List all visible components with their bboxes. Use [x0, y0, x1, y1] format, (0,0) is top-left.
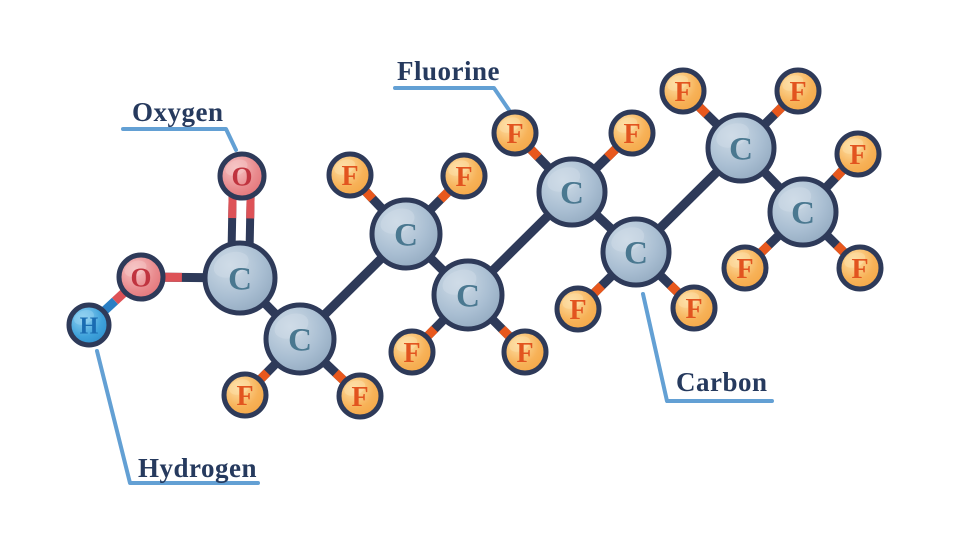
atom-f-f6: F [501, 328, 549, 376]
atom-f-f10: F [670, 284, 718, 332]
hydrogen-leader-line [95, 349, 260, 485]
atom-highlight [229, 379, 251, 395]
atom-c-c1: C [202, 240, 278, 316]
atom-highlight [611, 227, 645, 252]
atom-f-f13: F [834, 130, 882, 178]
atom-f-f5: F [388, 328, 436, 376]
atom-highlight [334, 159, 356, 175]
atom-c-c4: C [431, 258, 505, 332]
atom-highlight [442, 269, 477, 295]
atom-highlight [667, 75, 689, 91]
atom-f-f11: F [659, 67, 707, 115]
atom-highlight [509, 336, 531, 352]
atom-o-o1: O [217, 151, 267, 201]
labels-layer: Oxygen Fluorine Hydrogen Carbon [132, 56, 768, 483]
atom-f-f9: F [554, 285, 602, 333]
fluorine-label: Fluorine [397, 56, 500, 86]
atom-f-f4: F [440, 152, 488, 200]
atom-c-c3: C [369, 197, 443, 271]
atom-f-f14: F [721, 244, 769, 292]
atom-highlight [562, 293, 584, 309]
atom-c-c2: C [263, 302, 337, 376]
oxygen-label: Oxygen [132, 97, 224, 127]
atom-f-f1: F [221, 371, 269, 419]
atom-highlight [380, 208, 415, 234]
atom-highlight [678, 292, 700, 308]
atom-highlight [778, 187, 812, 212]
fluorine-leader-line [393, 86, 511, 112]
atom-highlight [616, 117, 638, 133]
atom-c-c6: C [600, 216, 672, 288]
atom-c-c7: C [705, 112, 777, 184]
atom-f-f7: F [491, 109, 539, 157]
atom-f-f3: F [326, 151, 374, 199]
atom-highlight [782, 75, 804, 91]
atom-highlight [396, 336, 418, 352]
atom-highlight [225, 159, 248, 176]
atom-c-c5: C [536, 156, 608, 228]
carbon-leader-line [641, 292, 774, 403]
atom-highlight [842, 138, 864, 154]
atom-o-o2: O [116, 252, 166, 302]
atom-highlight [213, 251, 249, 278]
atom-f-f12: F [774, 67, 822, 115]
atom-h-h1: H [66, 302, 112, 348]
atom-highlight [448, 160, 470, 176]
leader-lines [95, 86, 774, 485]
atom-highlight [344, 380, 366, 396]
atom-f-f8: F [608, 109, 656, 157]
hydrogen-label: Hydrogen [138, 453, 257, 483]
oxygen-leader-line [121, 127, 238, 152]
atom-highlight [499, 117, 521, 133]
atom-f-f15: F [836, 244, 884, 292]
atom-highlight [124, 260, 147, 277]
atom-f-f2: F [336, 372, 384, 420]
atom-highlight [716, 123, 750, 148]
atom-highlight [274, 313, 309, 339]
atom-c-c8: C [767, 176, 839, 248]
atom-highlight [74, 309, 94, 325]
atom-highlight [729, 252, 751, 268]
carbon-label: Carbon [676, 367, 768, 397]
atom-highlight [547, 167, 581, 192]
atom-highlight [844, 252, 866, 268]
